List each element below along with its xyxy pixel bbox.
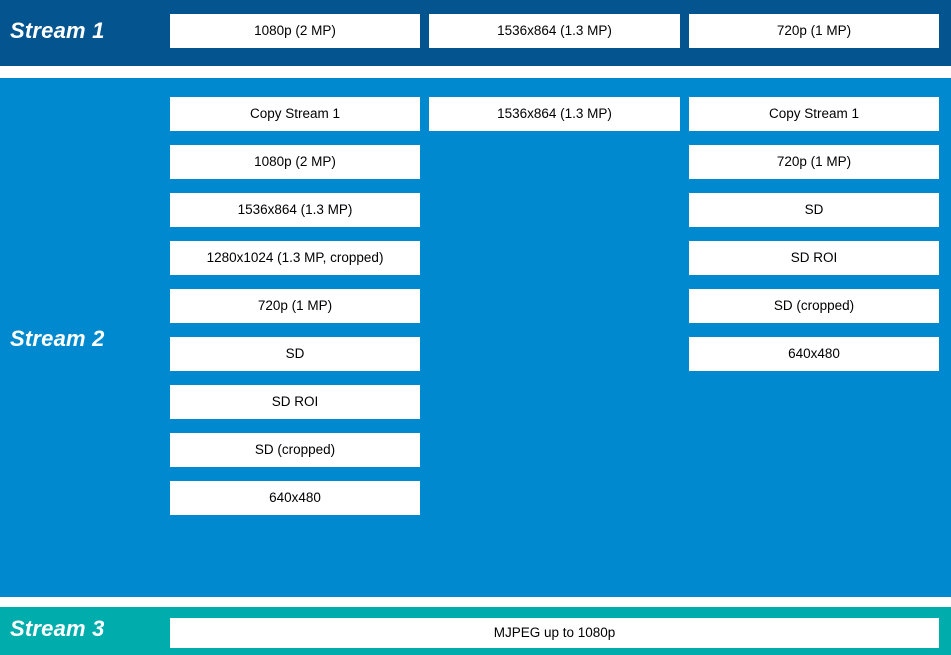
stream-3-label: Stream 3 — [10, 616, 105, 641]
stream-2-label: Stream 2 — [10, 326, 105, 351]
resolution-option[interactable]: MJPEG up to 1080p — [170, 618, 939, 648]
resolution-option[interactable]: 720p (1 MP) — [689, 14, 939, 48]
resolution-option[interactable]: Copy Stream 1 — [689, 97, 939, 131]
resolution-option[interactable]: 1536x864 (1.3 MP) — [170, 193, 420, 227]
resolution-option[interactable]: SD ROI — [170, 385, 420, 419]
stream-1-label: Stream 1 — [10, 18, 105, 43]
resolution-option[interactable]: SD (cropped) — [689, 289, 939, 323]
resolution-option[interactable]: Copy Stream 1 — [170, 97, 420, 131]
resolution-option[interactable]: 640x480 — [689, 337, 939, 371]
resolution-option[interactable]: SD ROI — [689, 241, 939, 275]
resolution-option[interactable]: 1536x864 (1.3 MP) — [429, 14, 680, 48]
stream-2-column-3: Copy Stream 1 720p (1 MP) SD SD ROI SD (… — [689, 97, 939, 371]
stream-1-column-2: 1536x864 (1.3 MP) — [429, 14, 680, 48]
resolution-option[interactable]: SD — [170, 337, 420, 371]
resolution-option[interactable]: 1080p (2 MP) — [170, 145, 420, 179]
resolution-option[interactable]: 720p (1 MP) — [170, 289, 420, 323]
stream-3-column-1: MJPEG up to 1080p — [170, 618, 939, 648]
resolution-option[interactable]: 640x480 — [170, 481, 420, 515]
stream-2-column-1: Copy Stream 1 1080p (2 MP) 1536x864 (1.3… — [170, 97, 420, 515]
resolution-option[interactable]: 720p (1 MP) — [689, 145, 939, 179]
resolution-option[interactable]: SD (cropped) — [170, 433, 420, 467]
resolution-option[interactable]: SD — [689, 193, 939, 227]
resolution-option[interactable]: 1280x1024 (1.3 MP, cropped) — [170, 241, 420, 275]
stream-1-column-1: 1080p (2 MP) — [170, 14, 420, 48]
stream-1-column-3: 720p (1 MP) — [689, 14, 939, 48]
resolution-option[interactable]: 1536x864 (1.3 MP) — [429, 97, 680, 131]
stream-2-column-2: 1536x864 (1.3 MP) — [429, 97, 680, 131]
resolution-option[interactable]: 1080p (2 MP) — [170, 14, 420, 48]
